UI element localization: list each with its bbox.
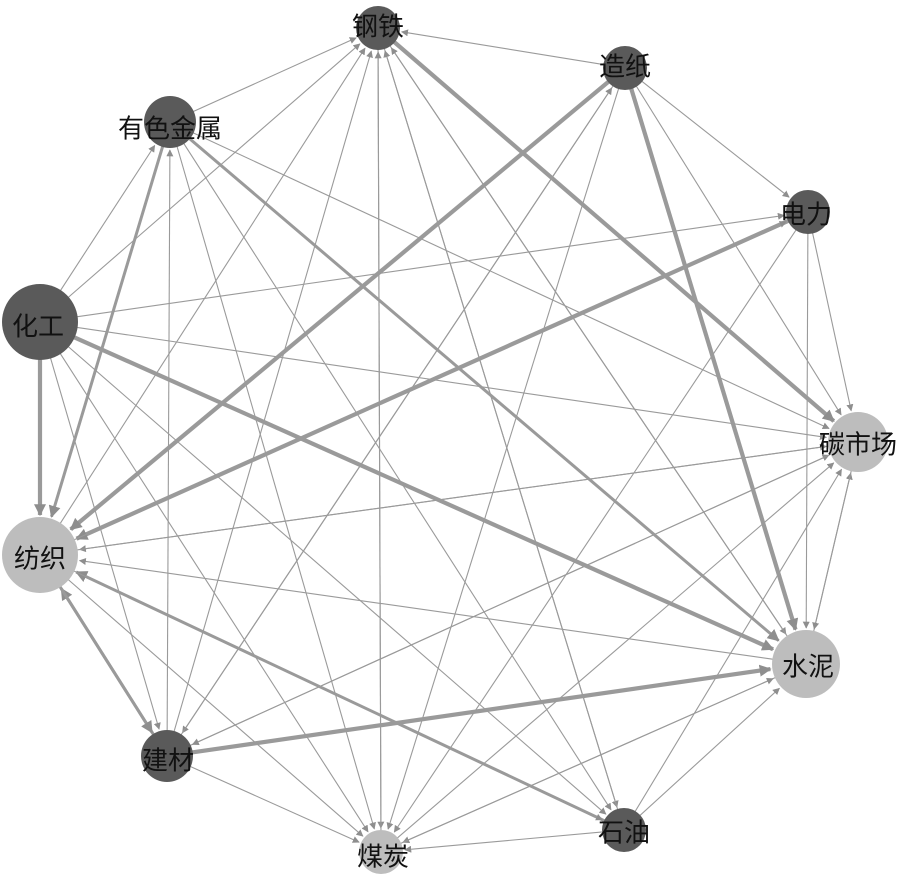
edge-fangzhi-to-shiyou (60, 564, 603, 821)
node-jiancai: 建材 (141, 730, 194, 782)
edge-huagong-to-tanshichang (62, 324, 827, 440)
edge-fangzhi-to-meitan (56, 569, 364, 837)
edge-youse-to-fangzhi (48, 136, 167, 518)
node-circle-meitan (359, 830, 403, 874)
node-circle-fangzhi (2, 517, 78, 593)
edge-tanshichang-to-jiancai (191, 448, 842, 745)
edge-youse-to-gangtie (183, 37, 357, 117)
node-label-tanshichang: 碳市场 (819, 431, 897, 461)
edge-jiancai-to-shuini (182, 664, 772, 756)
edge-shuini-to-gangtie (390, 47, 796, 648)
node-tanshichang: 碳市场 (819, 412, 897, 472)
edge-dianli-to-tanshichang (810, 224, 854, 412)
edge-shiyou-to-meitan (404, 830, 611, 853)
node-label-youse: 有色金属 (118, 115, 222, 145)
edge-dianli-to-shuini (802, 225, 810, 629)
edge-fangzhi-to-tanshichang (62, 443, 827, 553)
node-meitan: 煤炭 (357, 830, 409, 874)
node-circle-youse (144, 96, 196, 148)
node-circle-jiancai (141, 730, 193, 782)
edge-jiancai-to-youse (166, 149, 174, 741)
edge-huagong-to-youse (51, 144, 156, 304)
node-label-gangtie: 钢铁 (352, 13, 404, 43)
node-shuini: 水泥 (772, 630, 840, 698)
edge-meitan-to-shuini (392, 677, 774, 848)
edge-jiancai-to-meitan (180, 761, 360, 843)
edge-youse-to-meitan (173, 136, 376, 830)
edge-shiyou-to-gangtie (383, 50, 621, 818)
node-label-zaozhi: 造纸 (599, 53, 651, 83)
edge-youse-to-shuini (180, 130, 780, 642)
edge-zaozhi-to-gangtie (401, 29, 613, 67)
node-youse: 有色金属 (118, 96, 222, 148)
edge-shuini-to-fangzhi (78, 558, 786, 662)
node-label-jiancai: 建材 (142, 747, 194, 777)
edge-huagong-to-gangtie (56, 43, 361, 308)
node-huagong: 化工 (2, 284, 78, 360)
node-label-meitan: 煤炭 (357, 843, 409, 873)
edge-huagong-to-shuini (59, 329, 775, 652)
node-fangzhi: 纺织 (2, 517, 78, 593)
edge-meitan-to-tanshichang (390, 462, 835, 844)
node-label-shiyou: 石油 (598, 819, 650, 849)
node-circle-zaozhi (603, 46, 647, 90)
edge-tanshichang-to-shuini (812, 459, 855, 630)
node-circle-shiyou (602, 808, 646, 852)
edge-huagong-to-dianli (62, 212, 785, 320)
edge-dianli-to-meitan (393, 222, 802, 833)
node-label-dianli: 电力 (780, 201, 832, 231)
edge-youse-to-tanshichang (183, 128, 830, 430)
node-circle-dianli (786, 190, 830, 234)
edge-layer (34, 29, 855, 853)
node-circle-tanshichang (828, 412, 888, 472)
edge-shiyou-to-tanshichang (630, 468, 842, 819)
edge-zaozhi-to-tanshichang (631, 78, 842, 416)
node-zaozhi: 造纸 (599, 46, 651, 90)
node-circle-gangtie (356, 6, 400, 50)
edge-jiancai-to-zaozhi (175, 87, 613, 744)
edge-huagong-to-shiyou (56, 336, 607, 815)
edge-gangtie-to-tanshichang (386, 35, 836, 423)
edge-shiyou-to-shuini (633, 687, 780, 822)
node-circle-huagong (2, 284, 78, 360)
node-gangtie: 钢铁 (352, 6, 404, 50)
node-label-fangzhi: 纺织 (14, 545, 66, 575)
edge-fangzhi-to-dianli (60, 221, 787, 547)
edge-huagong-to-meitan (51, 340, 369, 833)
node-label-huagong: 化工 (12, 313, 64, 343)
edge-zaozhi-to-meitan (386, 80, 622, 830)
node-shiyou: 石油 (598, 808, 650, 852)
edge-jiancai-to-gangtie (170, 50, 373, 742)
node-dianli: 电力 (780, 190, 832, 234)
edge-fangzhi-to-gangtie (51, 47, 366, 537)
edge-zaozhi-to-dianli (635, 75, 790, 198)
node-circle-shuini (772, 630, 840, 698)
edge-huagong-to-jiancai (45, 343, 161, 730)
edge-youse-to-shiyou (177, 134, 612, 811)
edge-fangzhi-to-jiancai (50, 573, 154, 734)
edge-meitan-to-gangtie (374, 51, 382, 839)
node-label-shuini: 水泥 (782, 653, 834, 683)
